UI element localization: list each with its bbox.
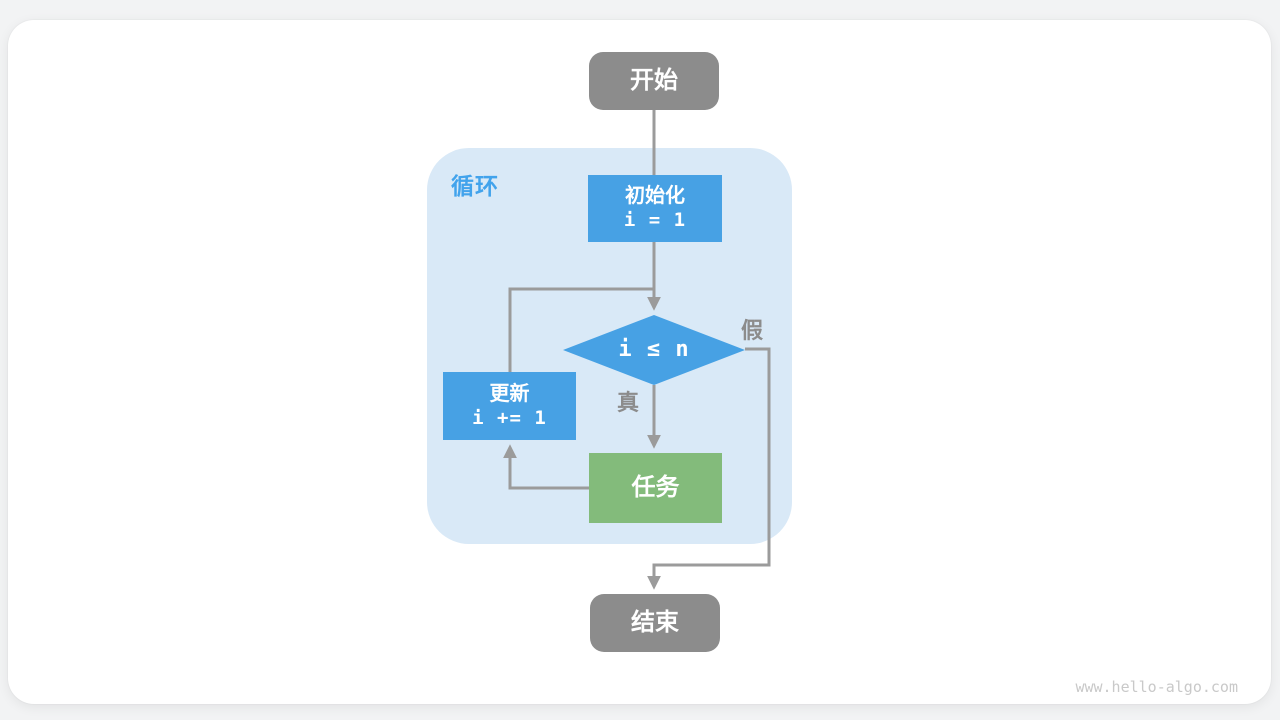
node-update-title: 更新 bbox=[489, 382, 530, 405]
node-initialize-title: 初始化 bbox=[625, 185, 685, 208]
node-update-code: i += 1 bbox=[472, 406, 547, 429]
site-watermark: www.hello-algo.com bbox=[1075, 678, 1238, 696]
node-end: 结束 bbox=[590, 594, 720, 652]
node-update: 更新 i += 1 bbox=[443, 372, 576, 440]
node-task-label: 任务 bbox=[631, 474, 680, 501]
node-end-label: 结束 bbox=[631, 609, 679, 636]
node-start-label: 开始 bbox=[630, 67, 678, 94]
loop-group-label: 循环 bbox=[451, 173, 499, 199]
branch-label-false: 假 bbox=[741, 318, 764, 343]
node-start: 开始 bbox=[589, 52, 719, 110]
branch-label-true: 真 bbox=[617, 390, 640, 415]
node-initialize: 初始化 i = 1 bbox=[588, 175, 722, 242]
node-condition-label: i ≤ n bbox=[618, 337, 690, 363]
node-task: 任务 bbox=[589, 453, 722, 523]
node-initialize-code: i = 1 bbox=[623, 209, 687, 232]
